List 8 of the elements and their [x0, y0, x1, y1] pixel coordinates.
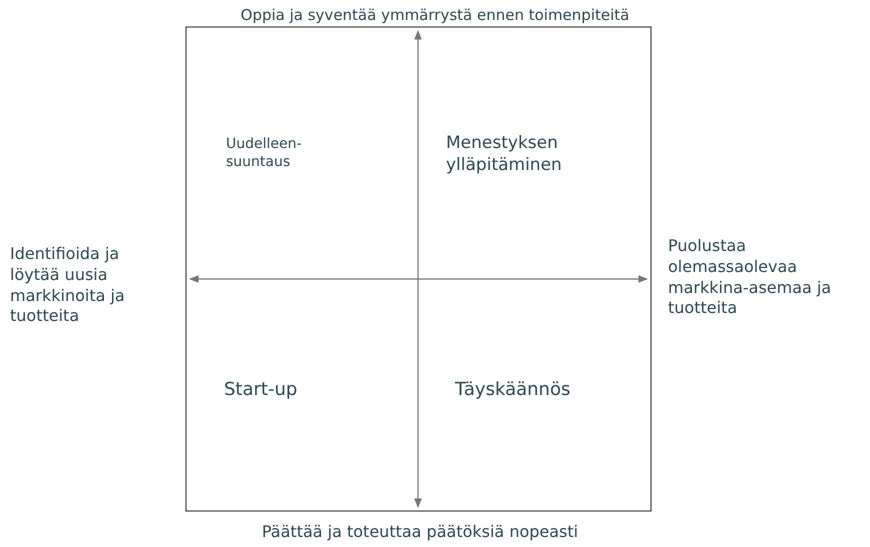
quadrant-label: Menestyksen ylläpitäminen: [446, 132, 563, 176]
axis-label: Päättää ja toteuttaa päätöksiä nopeasti: [260, 522, 580, 543]
quadrant-label: Uudelleen- suuntaus: [226, 135, 303, 172]
axis-label: Oppia ja syventää ymmärrystä ennen toimenpiteitä: [240, 6, 630, 26]
quadrant-label: Täyskäännös: [455, 378, 572, 402]
axis-label: Puolustaa olemassaolevaa markkina-asemaa ja tuotteita: [668, 236, 832, 320]
axis-label: Identifioida ja löytää uusia markkinoita ja tuotteita: [10, 244, 126, 328]
quadrant-label: Start-up: [224, 378, 298, 402]
